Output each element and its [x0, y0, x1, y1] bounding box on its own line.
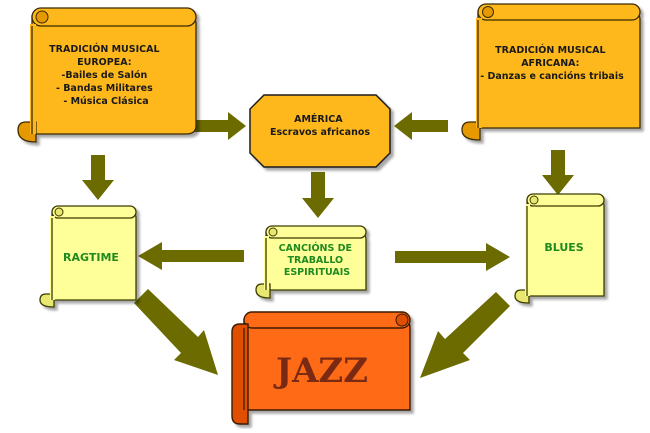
blues-label: BLUES	[544, 241, 583, 254]
arrow-cancions-ragtime	[138, 242, 244, 270]
arrow-america-cancions	[302, 172, 334, 218]
node-america	[249, 94, 391, 168]
node-africana	[461, 3, 641, 141]
arrow-blues-jazz	[420, 292, 510, 378]
ragtime-label: RAGTIME	[63, 251, 119, 264]
node-ragtime	[39, 205, 137, 308]
node-jazz	[231, 311, 411, 425]
arrows	[82, 112, 574, 378]
node-blues	[514, 193, 605, 304]
arrow-europea-ragtime	[82, 155, 114, 200]
africana-text: TRADICIÓN MUSICAL AFRICANA: - Danzas e c…	[480, 44, 624, 82]
america-text: AMÉRICA Escravos africanos	[270, 113, 370, 138]
europea-text: TRADICIÓN MUSICAL EUROPEA: -Bailes de Sa…	[49, 43, 163, 107]
arrow-europea-america	[190, 112, 246, 140]
jazz-label: JAZZ	[273, 351, 368, 391]
arrow-ragtime-jazz	[134, 289, 218, 375]
node-cancions	[255, 225, 367, 299]
arrow-africana-blues	[542, 150, 574, 195]
cancions-text: CANCIÓNS DE TRABALLO ESPIRITUAIS	[279, 242, 356, 278]
node-europea	[17, 7, 197, 143]
arrow-africana-america	[394, 112, 448, 140]
arrow-cancions-blues	[395, 243, 510, 271]
